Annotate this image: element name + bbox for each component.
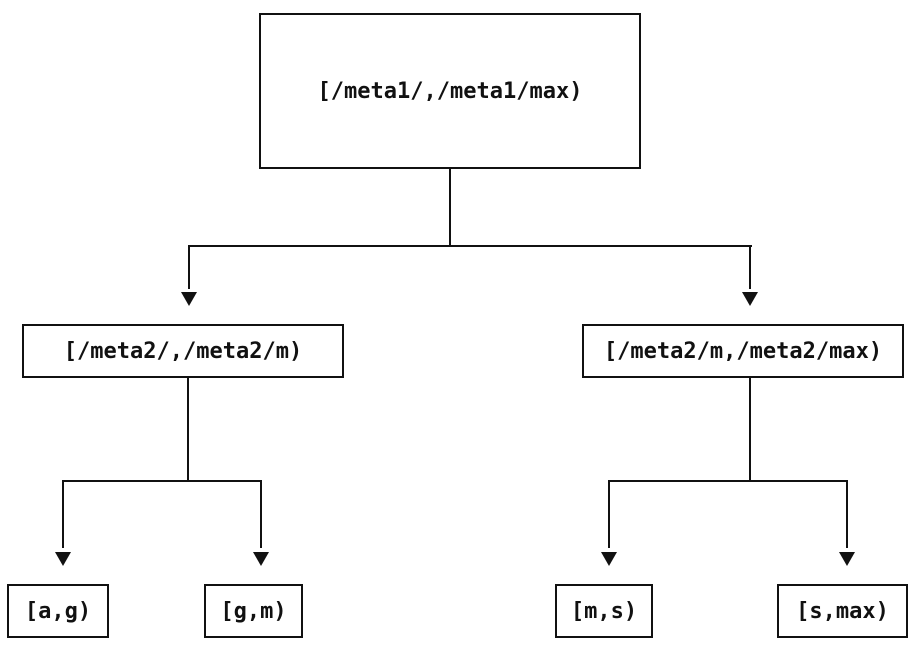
edge-right-subtree-horizontal — [608, 480, 848, 482]
node-meta2-lower-range: [/meta2/,/meta2/m) — [22, 324, 344, 378]
node-meta1-range: [/meta1/,/meta1/max) — [259, 13, 641, 169]
edge-level1-drop-left — [188, 245, 190, 289]
node-meta2-upper-range: [/meta2/m,/meta2/max) — [582, 324, 904, 378]
node-leaf-g-m: [g,m) — [204, 584, 303, 638]
node-leaf-m-s: [m,s) — [555, 584, 653, 638]
edge-right-subtree-stem — [749, 378, 751, 481]
edge-level1-drop-right — [749, 245, 751, 289]
arrowhead-down-icon — [601, 552, 617, 566]
edge-left-subtree-drop-right — [260, 480, 262, 548]
edge-root-stem — [449, 169, 451, 246]
edge-right-subtree-drop-left — [608, 480, 610, 548]
node-leaf-s-max: [s,max) — [777, 584, 908, 638]
arrowhead-down-icon — [55, 552, 71, 566]
arrowhead-down-icon — [839, 552, 855, 566]
edge-left-subtree-stem — [187, 378, 189, 481]
node-leaf-a-g: [a,g) — [7, 584, 109, 638]
edge-left-subtree-drop-left — [62, 480, 64, 548]
edge-left-subtree-horizontal — [62, 480, 262, 482]
edge-right-subtree-drop-right — [846, 480, 848, 548]
edge-level1-horizontal — [188, 245, 752, 247]
arrowhead-down-icon — [742, 292, 758, 306]
arrowhead-down-icon — [253, 552, 269, 566]
arrowhead-down-icon — [181, 292, 197, 306]
